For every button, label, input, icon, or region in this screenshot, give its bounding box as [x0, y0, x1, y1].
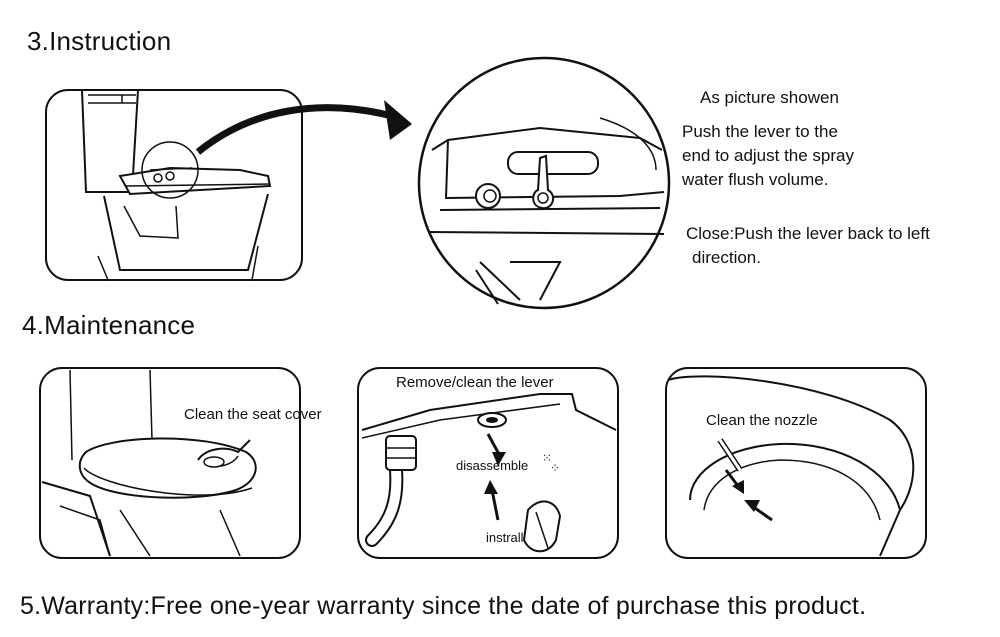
note-close-line-1: Close:Push the lever back to left: [686, 224, 930, 243]
lever-zoom-circle: [417, 56, 671, 310]
instruction-title: 3.Instruction: [27, 26, 172, 56]
toilet-overview-panel: [45, 89, 303, 281]
note-push-line-2: end to adjust the spray: [682, 146, 855, 165]
install-label: instrall: [486, 530, 524, 545]
curved-arrow-icon: [195, 100, 412, 155]
lever-clean-panel: [357, 367, 619, 559]
maintenance-title: 4.Maintenance: [22, 310, 196, 340]
warranty-text: 5.Warranty:Free one-year warranty since …: [20, 592, 867, 620]
seat-cover-label: Clean the seat cover: [184, 406, 322, 423]
nozzle-label: Clean the nozzle: [706, 412, 818, 429]
lever-label: Remove/clean the lever: [396, 374, 554, 391]
note-push-line-1: Push the lever to the: [682, 122, 838, 141]
note-close-line-2: direction.: [692, 248, 761, 267]
svg-text:⁙: ⁙: [542, 451, 552, 465]
disassemble-label: disassemble: [456, 458, 529, 473]
svg-text:⁘: ⁘: [550, 461, 560, 475]
note-as-shown: As picture showen: [700, 88, 839, 107]
nozzle-clean-panel: [665, 367, 927, 559]
seat-cover-panel: [39, 367, 301, 559]
note-push-line-3: water flush volume.: [682, 170, 829, 189]
